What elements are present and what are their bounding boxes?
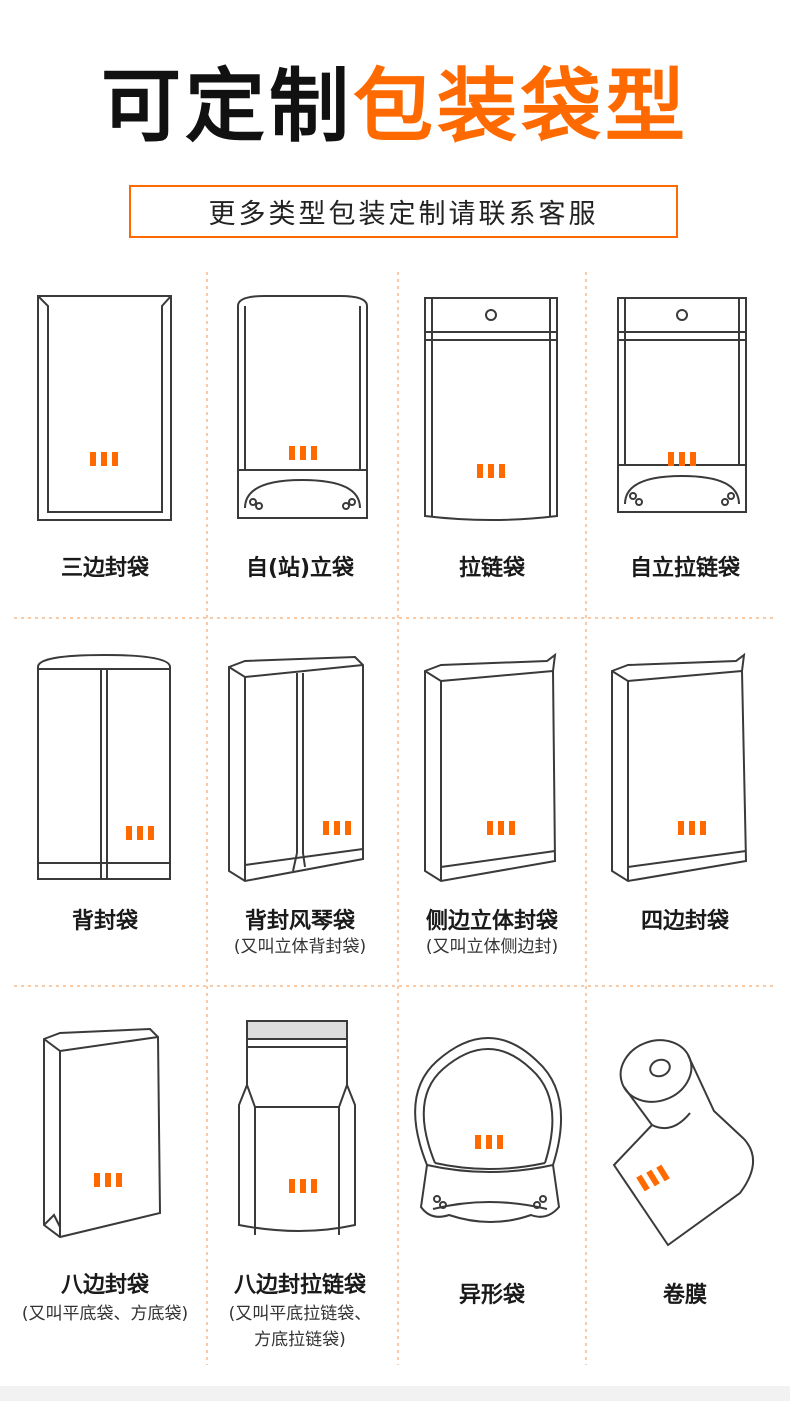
item-zipper-bag: 拉链袋 [397, 280, 587, 600]
subtitle-text: 更多类型包装定制请联系客服 [208, 199, 599, 230]
back-seal-gusset-bag-icon [228, 655, 364, 883]
item-roll-film: 卷膜 [590, 1015, 780, 1365]
stand-up-pouch-icon [237, 295, 368, 519]
item-side-gusset: 侧边立体封袋 (又叫立体侧边封) [397, 645, 587, 975]
four-side-seal-bag-icon [611, 652, 748, 883]
item-label: 四边封袋 [640, 909, 729, 934]
item-label: 八边封拉链袋 [233, 1273, 366, 1298]
item-four-side-seal: 四边封袋 [590, 645, 780, 975]
item-sublabel: (又叫立体侧边封) [425, 937, 559, 957]
item-stand-up-zipper-bag: 自立拉链袋 [590, 280, 780, 600]
item-stand-up-pouch: 自(站)立袋 [205, 280, 395, 600]
title-orange-part: 包装袋型 [353, 60, 689, 153]
three-side-seal-bag-icon [37, 295, 172, 521]
back-seal-bag-icon [37, 653, 171, 880]
zipper-bag-icon [424, 297, 558, 521]
stand-up-zipper-bag-icon [617, 297, 747, 513]
item-eight-side-zipper: 八边封拉链袋 (又叫平底拉链袋、 方底拉链袋) [205, 1015, 395, 1365]
special-shape-bag-icon [414, 1037, 563, 1223]
item-three-side-seal: 三边封袋 [10, 280, 200, 600]
item-sublabel: (又叫平底拉链袋、 [228, 1304, 372, 1324]
item-sublabel: (又叫立体背封袋) [233, 937, 367, 957]
side-gusset-bag-icon [424, 652, 557, 883]
item-sublabel: (又叫平底袋、方底袋) [21, 1304, 189, 1324]
item-label: 拉链袋 [458, 556, 525, 581]
subtitle-box: 更多类型包装定制请联系客服 [129, 185, 678, 238]
item-label: 背封风琴袋 [244, 909, 355, 934]
item-label: 异形袋 [458, 1283, 525, 1308]
item-label: 卷膜 [662, 1283, 707, 1308]
item-label: 背封袋 [71, 909, 138, 934]
page-title: 可定制包装袋型 [0, 52, 790, 162]
item-special-shape: 异形袋 [397, 1015, 587, 1365]
item-label: 自(站)立袋 [245, 556, 355, 581]
item-label: 自立拉链袋 [629, 556, 740, 581]
eight-side-seal-bag-icon [43, 1027, 162, 1239]
item-back-seal-gusset: 背封风琴袋 (又叫立体背封袋) [205, 645, 395, 975]
item-back-seal: 背封袋 [10, 645, 200, 975]
roll-film-icon [612, 1039, 755, 1247]
item-label: 侧边立体封袋 [425, 909, 558, 934]
eight-side-zipper-bag-icon [238, 1020, 356, 1235]
item-label: 三边封袋 [60, 556, 149, 581]
item-label: 八边封袋 [60, 1273, 149, 1298]
title-black-part: 可定制 [101, 60, 353, 153]
bottom-bar [0, 1386, 790, 1401]
item-eight-side-seal: 八边封袋 (又叫平底袋、方底袋) [10, 1015, 200, 1365]
item-sublabel-line2: 方底拉链袋) [254, 1330, 346, 1350]
